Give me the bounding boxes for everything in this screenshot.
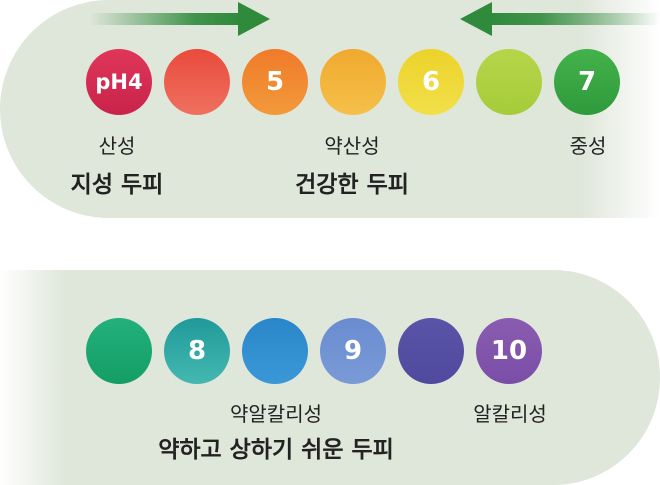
- ph-circle-5: 5: [242, 49, 308, 115]
- acidic-label: 산성: [98, 134, 136, 158]
- weak-damaged-scalp-label: 약하고 상하기 쉬운 두피: [158, 437, 394, 463]
- ph-circle-6-5: [476, 49, 542, 115]
- ph-circle-label: 6: [421, 67, 441, 97]
- acidic-scalp-label: 지성 두피: [70, 172, 164, 198]
- ph-circle-4: pH4: [86, 49, 152, 115]
- ph-circle-7-5: [86, 318, 152, 384]
- ph-circle-label: 10: [490, 336, 528, 366]
- ph-circle-8-5: [242, 318, 308, 384]
- ph-circle-9-5: [398, 318, 464, 384]
- ph-circle-7: 7: [554, 49, 620, 115]
- ph-circle-label: 9: [343, 336, 363, 366]
- ph-circle-label: 5: [265, 67, 285, 97]
- ph-circle-9: 9: [320, 318, 386, 384]
- ph-circle-label: 7: [577, 67, 597, 97]
- weak-acidic-label: 약산성: [324, 134, 380, 158]
- ph-circle-label: 8: [187, 336, 207, 366]
- ph-circle-10: 10: [476, 318, 542, 384]
- alkaline-label: 알칼리성: [473, 402, 547, 426]
- neutral-label: 중성: [569, 134, 607, 158]
- weak-alkaline-label: 약알칼리성: [230, 402, 322, 426]
- ph-circle-8: 8: [164, 318, 230, 384]
- healthy-scalp-label: 건강한 두피: [295, 172, 409, 198]
- ph-circle-label: pH4: [95, 70, 143, 94]
- ph-circle-4-5: [164, 49, 230, 115]
- ph-circle-6: 6: [398, 49, 464, 115]
- ph-circle-5-5: [320, 49, 386, 115]
- left-arrow-icon: [460, 2, 660, 36]
- right-arrow-icon: [90, 2, 270, 36]
